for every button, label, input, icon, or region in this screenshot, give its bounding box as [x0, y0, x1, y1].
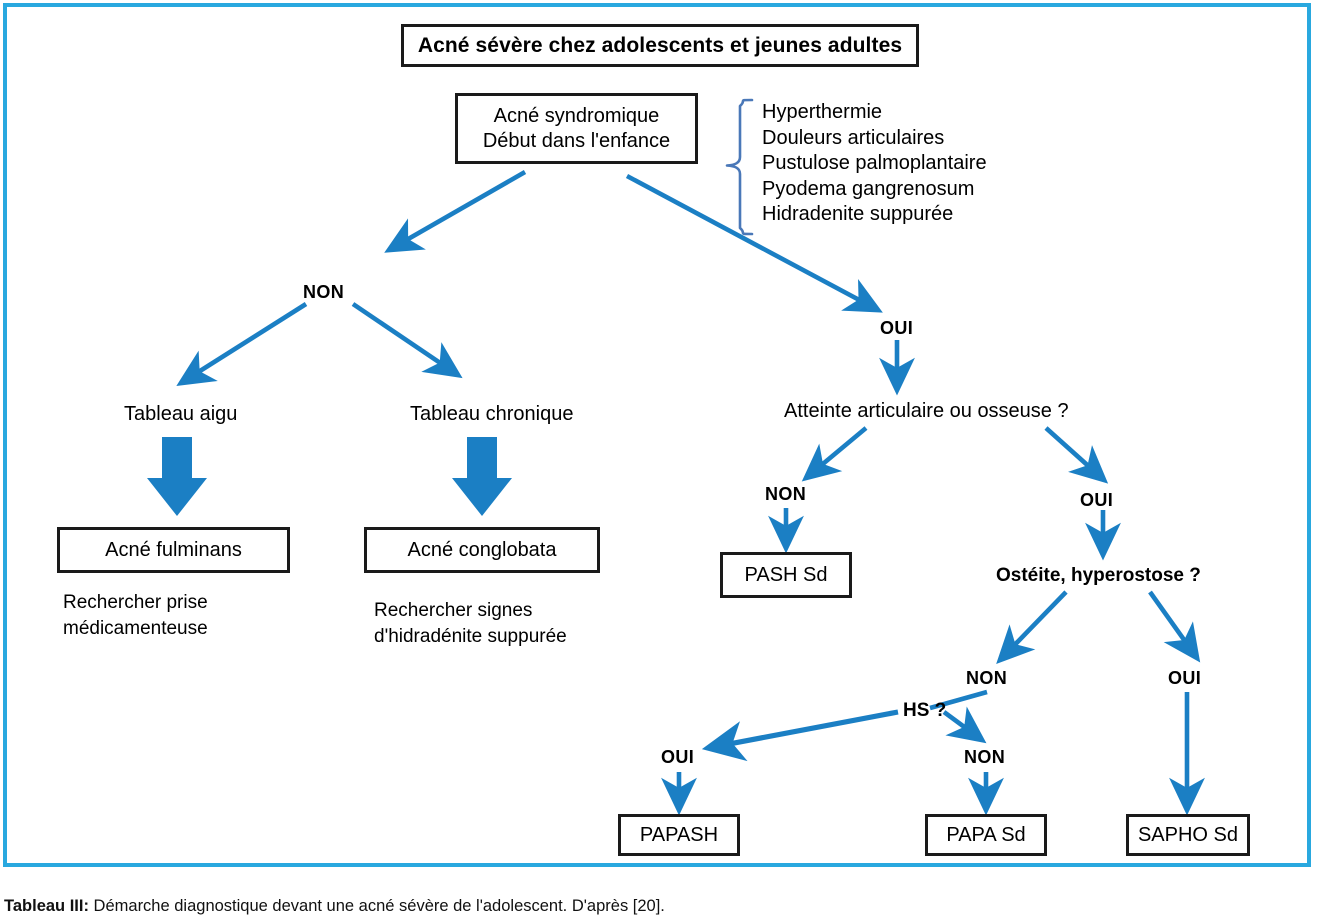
- node-acne-conglobata-box: Acné conglobata: [364, 527, 600, 573]
- node-title-text: Acné sévère chez adolescents et jeunes a…: [417, 33, 903, 57]
- branch-label-osteitis-non: NON: [966, 668, 1008, 688]
- note-fulminans-line1: Rechercher prise: [63, 592, 208, 613]
- node-papa-text: PAPA Sd: [946, 823, 1026, 846]
- node-pash-box: PASH Sd: [720, 552, 852, 598]
- arrow-hs-to-non: [942, 706, 987, 744]
- node-sapho-box: SAPHO Sd: [1126, 814, 1250, 856]
- branch-label-osteitis-oui: OUI: [1168, 668, 1202, 688]
- node-tableau-chronique: Tableau chronique: [410, 403, 574, 425]
- arrow-non-to-tableau-aigu: [176, 302, 308, 386]
- node-syndromic-box: Acné syndromique Début dans l'enfance: [455, 93, 698, 164]
- node-syndromic-line1: Acné syndromique: [493, 105, 660, 128]
- node-papash-text: PAPASH: [639, 823, 719, 846]
- arrow-osteitis-to-oui: [1148, 590, 1201, 663]
- block-arrow-aigu: [147, 437, 207, 516]
- branch-label-joint-oui: OUI: [1080, 490, 1114, 510]
- node-sapho-text: SAPHO Sd: [1137, 823, 1239, 846]
- note-fulminans: Rechercher prise médicamenteuse: [63, 590, 313, 641]
- symptom-item: Hidradenite suppurée: [762, 203, 954, 226]
- note-conglobata-line1: Rechercher signes: [374, 600, 533, 621]
- block-arrow-chronique: [452, 437, 512, 516]
- node-acne-conglobata-text: Acné conglobata: [407, 538, 557, 561]
- arrow-syndromic-to-non: [384, 170, 527, 253]
- node-question-hs: HS ?: [903, 700, 947, 721]
- caption-text: Démarche diagnostique devant une acné sé…: [88, 897, 665, 915]
- arrow-hs-to-oui: [701, 709, 899, 762]
- node-question-joint: Atteinte articulaire ou osseuse ?: [784, 400, 1069, 422]
- node-tableau-aigu: Tableau aigu: [124, 403, 238, 425]
- branch-label-hs-oui: OUI: [661, 747, 695, 767]
- node-syndromic-line2: Début dans l'enfance: [482, 129, 671, 152]
- branch-label-hs-non: NON: [964, 747, 1006, 767]
- symptom-brace: [725, 98, 754, 236]
- symptom-item: Douleurs articulaires: [762, 126, 945, 149]
- branch-label-syndromic-non: NON: [303, 282, 345, 302]
- node-acne-fulminans-box: Acné fulminans: [57, 527, 290, 573]
- node-papa-box: PAPA Sd: [925, 814, 1047, 856]
- arrow-non-to-tableau-chronique: [351, 302, 463, 379]
- symptom-item: Pyodema gangrenosum: [762, 177, 975, 200]
- symptom-list: Hyperthermie Douleurs articulaires Pustu…: [762, 100, 987, 228]
- caption-label: Tableau III:: [4, 897, 89, 915]
- note-fulminans-line2: médicamenteuse: [63, 617, 208, 639]
- note-conglobata-line2: d'hidradénite suppurée: [374, 625, 567, 647]
- arrow-joint-to-oui: [1044, 426, 1109, 484]
- node-acne-fulminans-text: Acné fulminans: [105, 538, 242, 561]
- node-title-box: Acné sévère chez adolescents et jeunes a…: [401, 24, 919, 67]
- node-papash-box: PAPASH: [618, 814, 740, 856]
- branch-label-syndromic-oui: OUI: [880, 318, 914, 338]
- node-pash-text: PASH Sd: [744, 563, 828, 586]
- node-question-osteitis: Ostéite, hyperostose ?: [996, 565, 1201, 586]
- arrow-osteitis-to-non: [996, 590, 1068, 664]
- symptom-item: Hyperthermie: [762, 101, 883, 123]
- symptom-item: Pustulose palmoplantaire: [762, 152, 987, 175]
- arrow-joint-to-non: [801, 426, 868, 482]
- branch-label-joint-non: NON: [765, 484, 807, 504]
- figure-caption: Tableau III: Démarche diagnostique devan…: [4, 897, 665, 916]
- note-conglobata: Rechercher signes d'hidradénite suppurée: [374, 598, 644, 649]
